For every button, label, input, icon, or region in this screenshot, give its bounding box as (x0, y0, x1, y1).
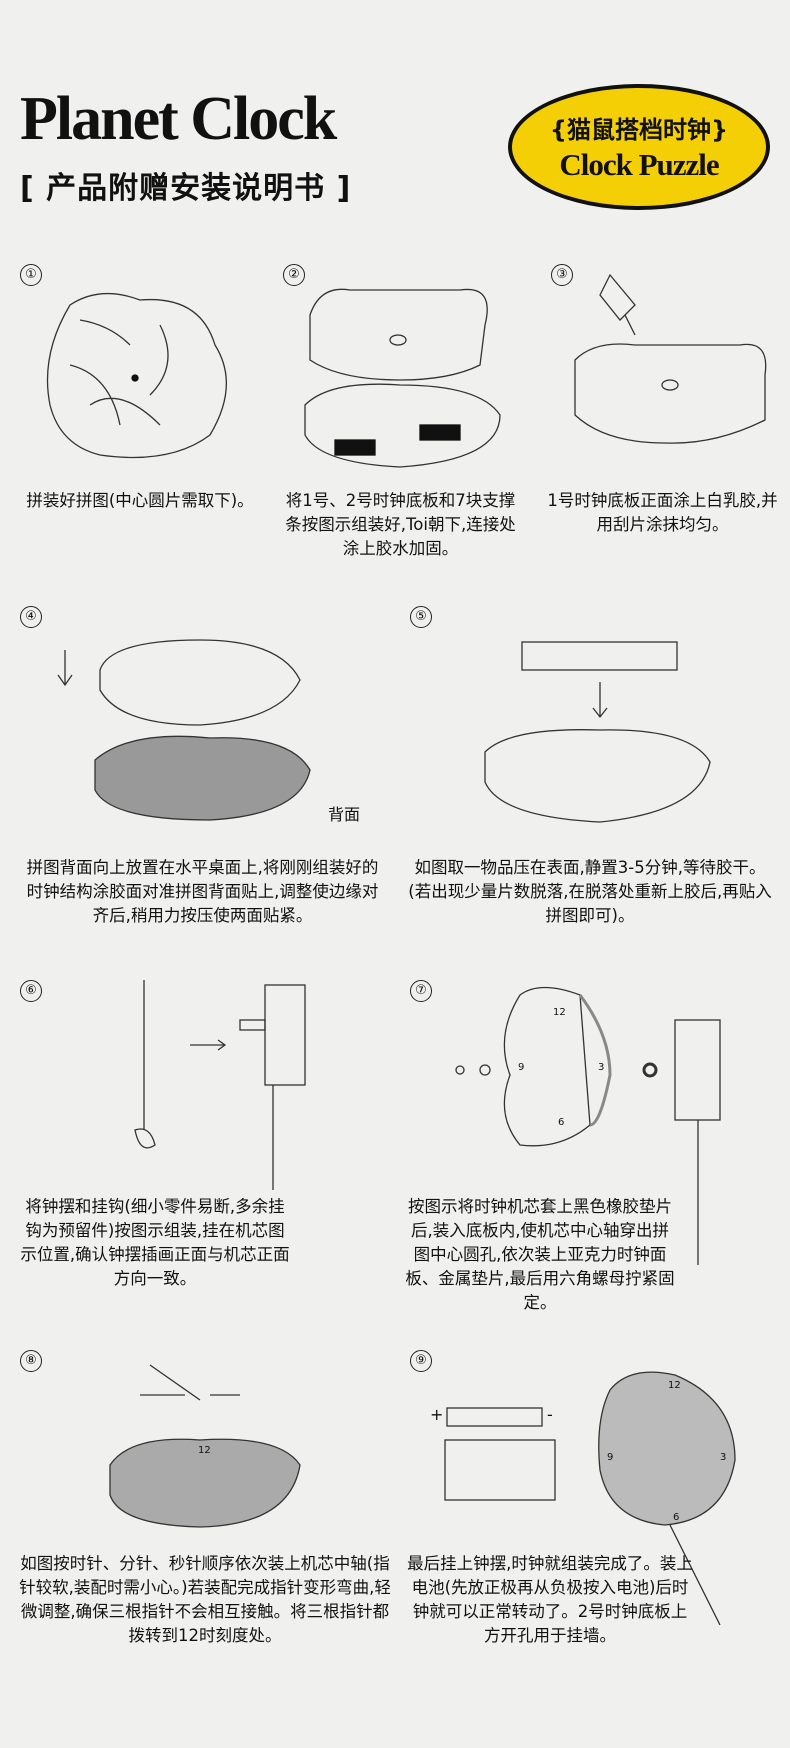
dial-9: 9 (518, 1062, 524, 1073)
step-number: ⑤ (410, 606, 432, 628)
dial-3: 3 (720, 1452, 726, 1463)
step-text: 1号时钟底板正面涂上白乳胶,并用刮片涂抹均匀。 (547, 491, 778, 534)
step-text: 拼图背面向上放置在水平桌面上,将刚刚组装好的时钟结构涂胶面对准拼图背面贴上,调整… (26, 858, 379, 925)
hands-install-illustration: 12 (109, 1364, 301, 1528)
press-illustration (484, 641, 711, 823)
dial-6: 6 (673, 1512, 679, 1523)
badge-cn: {猫鼠搭档时钟} (549, 116, 729, 144)
step-text: 如图按时针、分针、秒针顺序依次装上机芯中轴(指针较软,装配时需小心。)若装配完成… (19, 1554, 391, 1645)
dial-12: 12 (198, 1445, 211, 1456)
badge-en: Clock Puzzle (559, 147, 719, 182)
step-number: ② (283, 264, 305, 286)
assembled-puzzle-illustration (46, 292, 228, 459)
step-number: ① (20, 264, 42, 286)
dial-9: 9 (607, 1452, 613, 1463)
step-text: 将钟摆和挂钩(细小零件易断,多余挂钩为预留件)按图示组装,挂在机芯图示位置,确认… (20, 1197, 290, 1288)
step-text: 按图示将时钟机芯套上黑色橡胶垫片后,装入底板内,使机芯中心轴穿出拼图中心圆孔,依… (405, 1197, 675, 1312)
step-text: 如图取一物品压在表面,静置3-5分钟,等待胶干。(若出现少量片数脱落,在脱落处重… (408, 858, 772, 925)
step-number: ④ (20, 606, 42, 628)
step-text: 将1号、2号时钟底板和7块支撑条按图示组装好,Toi朝下,连接处涂上胶水加固。 (285, 491, 516, 558)
product-badge: {猫鼠搭档时钟} Clock Puzzle (508, 84, 770, 210)
base-board-illustration (304, 288, 501, 468)
glue-illustration (574, 273, 767, 444)
pendulum-illustration (134, 980, 306, 1190)
step-number: ③ (551, 264, 573, 286)
page-title: Planet Clock (20, 85, 337, 153)
page-subtitle: [ 产品附赠安装说明书 ] (20, 171, 352, 206)
movement-install-illustration: 12 3 6 9 (455, 986, 721, 1265)
step-number: ⑦ (410, 980, 432, 1002)
final-assembly-illustration: + - 12 3 6 9 (430, 1371, 736, 1626)
step-number: ⑧ (20, 1350, 42, 1372)
attach-back-illustration: 背面 (57, 639, 360, 824)
step-number: ⑨ (410, 1350, 432, 1372)
battery-minus: - (547, 1405, 553, 1424)
dial-3: 3 (598, 1062, 604, 1073)
step-number: ⑥ (20, 980, 42, 1002)
back-label: 背面 (328, 805, 360, 824)
battery-plus: + (430, 1405, 443, 1424)
dial-6: 6 (558, 1117, 564, 1128)
dial-12: 12 (668, 1380, 681, 1391)
dial-12: 12 (553, 1007, 566, 1018)
step-text: 最后挂上钟摆,时钟就组装完成了。装上电池(先放正极再从负极按入电池)后时钟就可以… (407, 1554, 693, 1645)
step-text: 拼装好拼图(中心圆片需取下)。 (26, 491, 254, 510)
